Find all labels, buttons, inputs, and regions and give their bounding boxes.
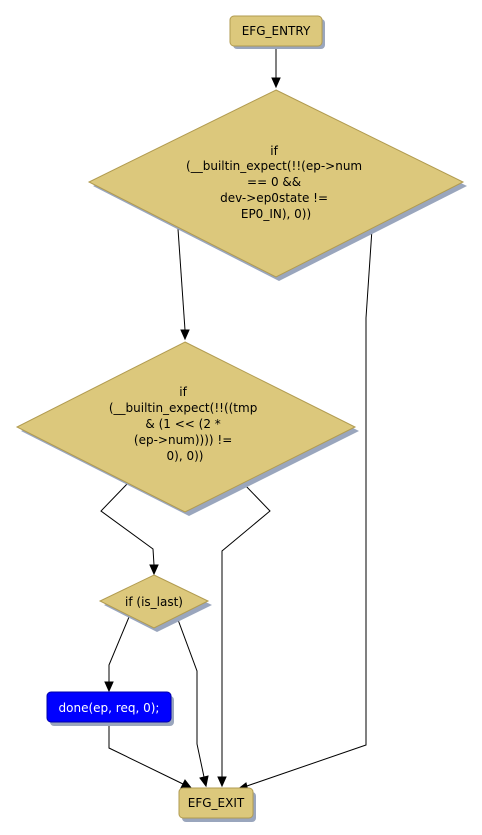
node-cond3-label: if (is_last) [125,595,183,609]
node-cond1-shape [87,89,465,278]
arrowhead-cond2-to-cond3 [149,564,159,576]
edge-cond3-to-action [108,616,130,682]
node-exit-box [178,787,254,819]
node-entry-box [229,15,323,47]
node-cond2-line-1: if [179,385,187,399]
edge-cond3-to-exit [176,616,205,778]
node-cond3[interactable]: if (is_last) [98,574,212,632]
node-cond1-line-5: EP0_IN), 0)) [241,207,311,221]
node-exit-label: EFG_EXIT [188,796,245,810]
node-cond1-text: if (__builtin_expect(!!(ep->num == 0 && … [186,144,366,221]
node-cond2-line-2: (__builtin_expect(!!((tmp [109,401,257,415]
node-cond2-shape [15,341,357,513]
edges [100,44,373,792]
node-action[interactable]: done(ep, req, 0); [46,691,174,726]
node-cond1-line-3: == 0 && [247,175,301,189]
node-cond2-text: if (__builtin_expect(!!((tmp & (1 << (2 … [109,385,261,463]
node-cond2[interactable]: if (__builtin_expect(!!((tmp & (1 << (2 … [15,341,359,516]
arrowhead-cond1-to-cond2 [180,329,190,341]
node-action-label: done(ep, req, 0); [59,701,160,715]
edge-cond1-to-exit [243,228,373,788]
node-entry-label: EFG_ENTRY [242,24,311,38]
arrowhead-entry-to-cond1 [271,77,281,89]
node-entry[interactable]: EFG_ENTRY [229,15,325,49]
arrowhead-cond3-to-action [104,681,114,693]
node-cond1-line-2: (__builtin_expect(!!(ep->num [186,159,362,173]
node-cond2-line-5: 0), 0)) [167,449,204,463]
node-exit[interactable]: EFG_EXIT [178,787,256,822]
node-cond2-line-4: (ep->num)))) != [134,433,232,447]
node-cond1[interactable]: if (__builtin_expect(!!(ep->num == 0 && … [87,89,467,281]
edge-action-to-exit [108,722,184,785]
edge-cond2-to-cond3 [100,482,155,566]
arrowhead-cond3-to-exit [199,775,209,788]
node-action-box [46,691,172,723]
edge-cond1-to-cond2 [177,228,186,331]
node-cond1-line-1: if [270,144,278,158]
edge-cond2-to-exit [221,482,271,777]
node-cond1-line-4: dev->ep0state != [220,191,328,205]
node-cond3-shape [98,574,210,629]
arrowhead-cond2-to-exit [217,776,227,788]
node-cond2-line-3: & (1 << (2 * [145,417,220,431]
